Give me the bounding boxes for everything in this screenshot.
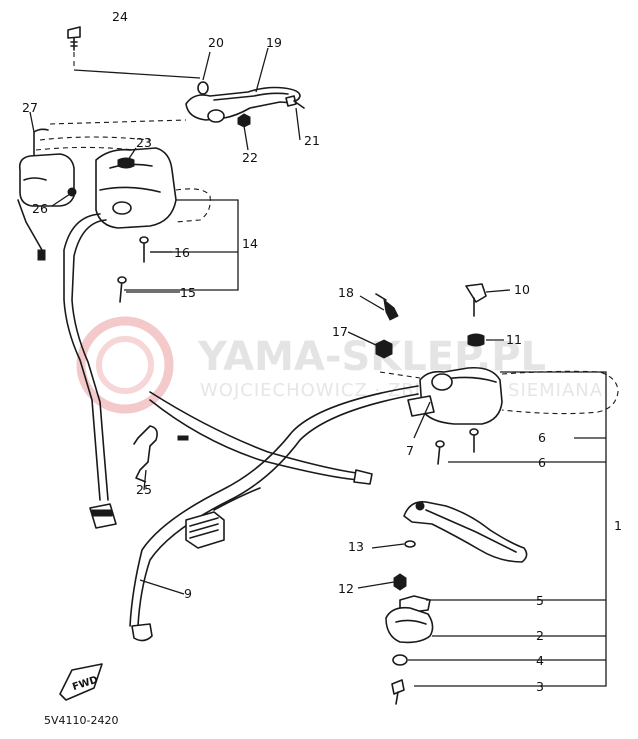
callout-18: 18	[338, 285, 354, 300]
callout-26: 26	[32, 201, 48, 216]
callout-24: 24	[112, 9, 128, 24]
callout-10: 10	[514, 282, 530, 297]
callout-9: 9	[184, 586, 192, 601]
leader-lines	[29, 47, 511, 595]
callout-21: 21	[304, 133, 320, 148]
callout-16: 16	[174, 245, 190, 260]
callout-22: 22	[242, 150, 258, 165]
callout-12: 12	[338, 581, 354, 596]
callout-4: 4	[536, 653, 544, 668]
fwd-arrow-icon: FWD	[59, 663, 103, 701]
callout-1: 1	[614, 518, 622, 533]
callout-17: 17	[332, 324, 348, 339]
callout-11: 11	[506, 332, 522, 347]
callout-14: 14	[242, 236, 258, 251]
clutch-lever-assembly	[49, 26, 305, 128]
callout-20: 20	[208, 35, 224, 50]
callout-19: 19	[266, 35, 282, 50]
callout-27: 27	[22, 100, 38, 115]
callout-3: 3	[536, 679, 544, 694]
callout-6a: 6	[538, 430, 546, 445]
callout-13: 13	[348, 539, 364, 554]
cable-clamp	[133, 425, 189, 483]
callout-2: 2	[536, 628, 544, 643]
callout-25: 25	[136, 482, 152, 497]
cables	[129, 385, 419, 642]
master-cylinder-assembly	[375, 283, 619, 705]
left-switch-assembly	[17, 128, 211, 529]
callout-labels: 24 20 19 27 21 23 22 26 14 16 15 18 10 1…	[22, 9, 622, 694]
callout-15: 15	[180, 285, 196, 300]
callout-5: 5	[536, 593, 544, 608]
diagram-code: 5V4110-2420	[44, 714, 118, 727]
callout-23: 23	[136, 135, 152, 150]
callout-7: 7	[406, 443, 414, 458]
callout-6b: 6	[538, 455, 546, 470]
